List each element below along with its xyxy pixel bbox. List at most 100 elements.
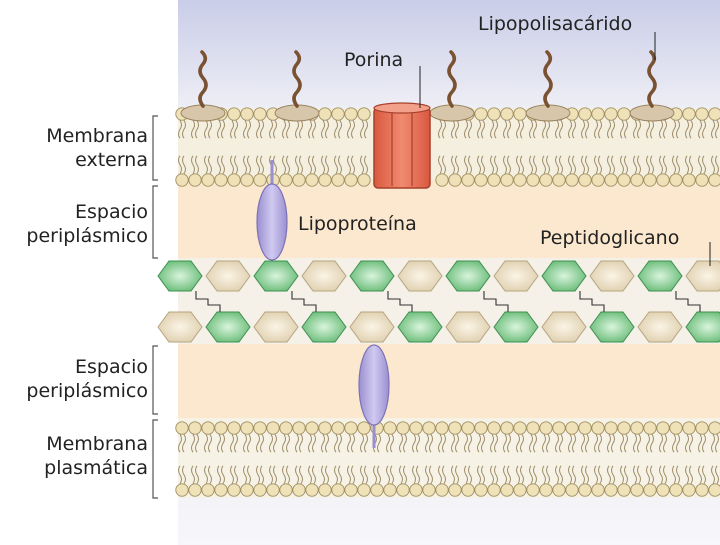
lipid-head	[488, 422, 500, 434]
lipid-head	[514, 108, 526, 120]
lipid-head	[579, 174, 591, 186]
lipid-head	[657, 422, 669, 434]
lipid-head	[202, 174, 214, 186]
lipid-head	[657, 484, 669, 496]
lipid-head	[241, 422, 253, 434]
lipid-head	[345, 108, 357, 120]
cytoplasm-region	[178, 498, 720, 545]
lipid-head	[280, 174, 292, 186]
lipid-head	[306, 422, 318, 434]
lipid-head	[709, 484, 720, 496]
lipid-head	[423, 484, 435, 496]
callout-porin: Porina	[344, 48, 403, 72]
lipid-head	[189, 484, 201, 496]
lipid-head	[280, 484, 292, 496]
label-periplasm-bottom-line2: periplásmico	[0, 379, 148, 403]
lipid-head	[254, 108, 266, 120]
lipid-head	[709, 108, 720, 120]
lipid-head	[410, 484, 422, 496]
lipid-head	[228, 174, 240, 186]
lipid-head	[397, 422, 409, 434]
lipid-head	[345, 422, 357, 434]
lipid-head	[345, 174, 357, 186]
lipid-head	[202, 484, 214, 496]
lipid-head	[462, 484, 474, 496]
lipid-head	[566, 174, 578, 186]
label-plasma-membrane-line2: plasmática	[0, 456, 148, 480]
lipid-head	[215, 174, 227, 186]
lipid-head	[488, 108, 500, 120]
lipid-head	[384, 484, 396, 496]
lipid-head	[566, 422, 578, 434]
lipid-head	[254, 174, 266, 186]
lipid-head	[618, 174, 630, 186]
lipid-head	[592, 422, 604, 434]
label-plasma-membrane: Membrana plasmática	[0, 432, 148, 480]
lipid-head	[592, 484, 604, 496]
lipid-head	[319, 108, 331, 120]
lipid-head	[644, 484, 656, 496]
lipid-head	[436, 422, 448, 434]
lipid-head	[436, 174, 448, 186]
lipid-head	[475, 484, 487, 496]
lipid-head	[267, 484, 279, 496]
left-brackets	[153, 116, 158, 498]
lipid-head	[618, 422, 630, 434]
lipid-head	[644, 174, 656, 186]
lipid-head	[449, 174, 461, 186]
lipid-head	[254, 422, 266, 434]
lipid-head	[462, 422, 474, 434]
lipid-head	[618, 484, 630, 496]
lipid-head	[488, 484, 500, 496]
lipid-head	[319, 484, 331, 496]
lipid-head	[631, 422, 643, 434]
lipid-head	[449, 422, 461, 434]
callout-peptidoglycan: Peptidoglicano	[540, 226, 679, 250]
lipid-head	[410, 422, 422, 434]
lipid-head	[683, 174, 695, 186]
label-plasma-membrane-line1: Membrana	[0, 432, 148, 456]
lipid-head	[319, 174, 331, 186]
lipid-head	[306, 484, 318, 496]
lipid-head	[332, 108, 344, 120]
lipid-head	[670, 484, 682, 496]
lipid-head	[605, 108, 617, 120]
label-periplasm-bottom: Espacio periplásmico	[0, 355, 148, 403]
label-periplasm-top-line1: Espacio	[0, 200, 148, 224]
lipid-head	[566, 484, 578, 496]
lipid-head	[332, 174, 344, 186]
lipid-head	[228, 484, 240, 496]
callout-lipoprotein: Lipoproteína	[298, 212, 417, 236]
lipid-head	[592, 108, 604, 120]
lipid-head	[488, 174, 500, 186]
lipid-head	[358, 422, 370, 434]
lipid-head	[280, 422, 292, 434]
lipid-head	[696, 422, 708, 434]
callout-lipopolysaccharide: Lipopolisacárido	[478, 12, 632, 36]
lipid-head	[683, 422, 695, 434]
lipid-head	[423, 422, 435, 434]
label-periplasm-bottom-line1: Espacio	[0, 355, 148, 379]
lipid-head	[241, 174, 253, 186]
lipid-head	[514, 484, 526, 496]
label-outer-membrane-line1: Membrana	[0, 124, 148, 148]
lipid-head	[332, 484, 344, 496]
lipid-head	[579, 484, 591, 496]
lipid-head	[696, 174, 708, 186]
lipid-head	[553, 422, 565, 434]
lipid-head	[592, 174, 604, 186]
lipid-head	[332, 422, 344, 434]
lipid-head	[436, 484, 448, 496]
label-outer-membrane: Membrana externa	[0, 124, 148, 172]
lipid-head	[709, 174, 720, 186]
lipid-head	[254, 484, 266, 496]
lipid-head	[540, 484, 552, 496]
lipid-head	[462, 174, 474, 186]
lipid-head	[709, 422, 720, 434]
label-periplasm-top-line2: periplásmico	[0, 224, 148, 248]
lipid-head	[228, 108, 240, 120]
lipid-head	[293, 174, 305, 186]
lipid-head	[176, 422, 188, 434]
lipid-head	[293, 422, 305, 434]
lipid-head	[267, 422, 279, 434]
